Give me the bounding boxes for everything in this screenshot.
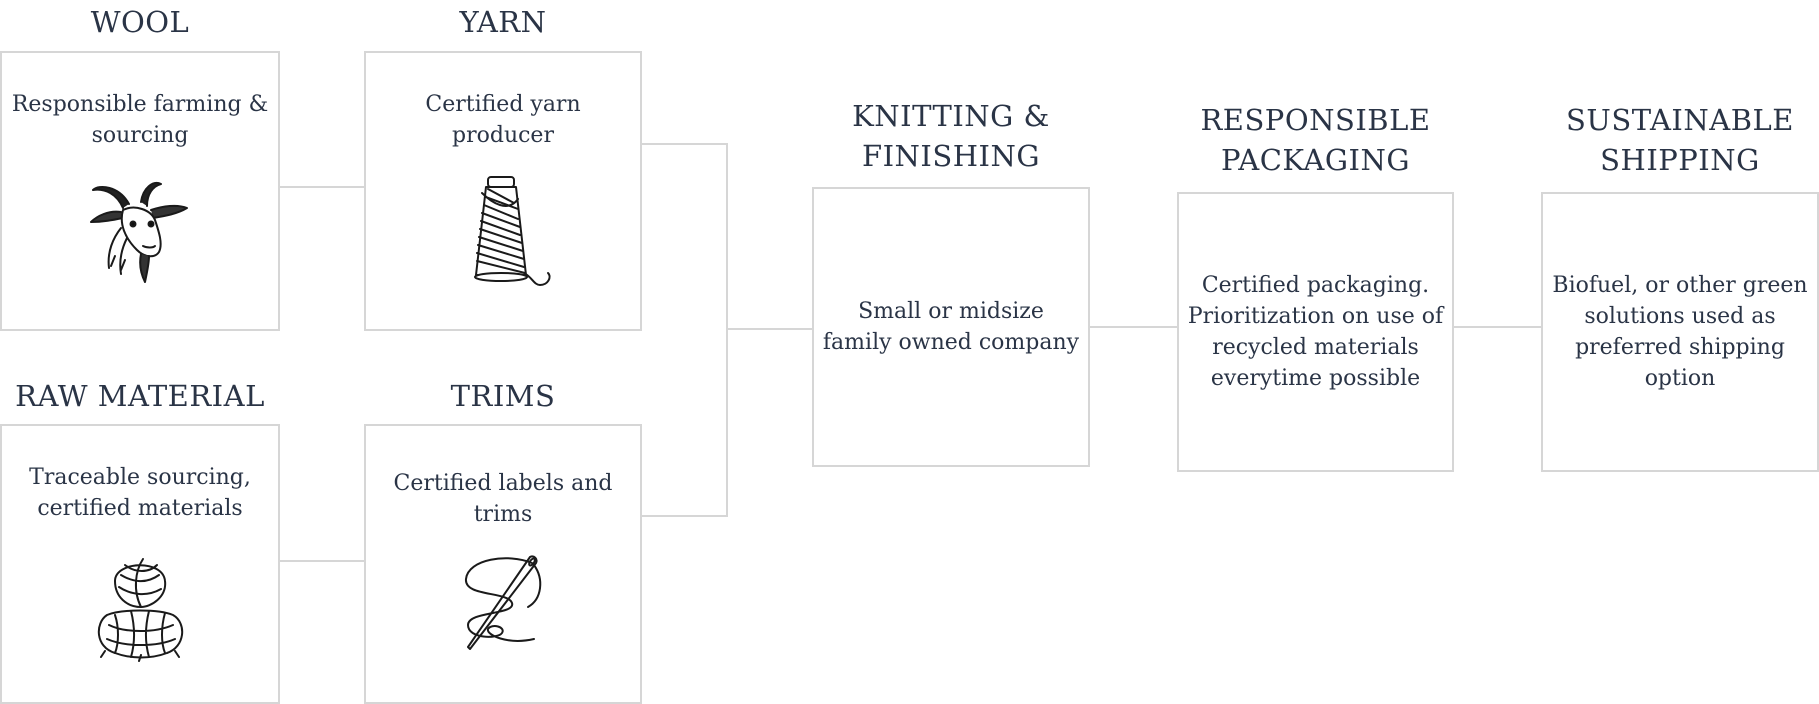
shipping-title: SUSTAINABLE SHIPPING bbox=[1541, 100, 1819, 180]
yarn-card: Certified yarn producer bbox=[364, 51, 642, 331]
yarn-description: Certified yarn producer bbox=[425, 92, 581, 148]
connector-yarn-merge bbox=[642, 143, 728, 517]
wool-title: WOOL bbox=[90, 5, 190, 39]
wool-skein-icon bbox=[97, 558, 183, 662]
yarn-title: YARN bbox=[459, 5, 547, 39]
trims-title: TRIMS bbox=[450, 379, 556, 413]
packaging-title-line2: PACKAGING bbox=[1220, 143, 1411, 177]
shipping-title-line2: SHIPPING bbox=[1600, 143, 1760, 177]
shipping-description: Biofuel, or other green solutions used a… bbox=[1552, 273, 1808, 391]
packaging-card: Certified packaging. Prioritization on u… bbox=[1177, 192, 1454, 472]
knitting-title: KNITTING & FINISHING bbox=[812, 96, 1090, 176]
yarn-cone-icon bbox=[474, 176, 551, 286]
goat-icon bbox=[90, 182, 188, 283]
trims-card: Certified labels and trims bbox=[364, 424, 642, 704]
shipping-card: Biofuel, or other green solutions used a… bbox=[1541, 192, 1819, 472]
packaging-title-line1: RESPONSIBLE bbox=[1200, 103, 1431, 137]
wool-card: Responsible farming & sourcing bbox=[0, 51, 280, 331]
needle-thread-icon bbox=[464, 555, 542, 650]
packaging-title: RESPONSIBLE PACKAGING bbox=[1177, 100, 1454, 180]
trims-description: Certified labels and trims bbox=[393, 471, 613, 527]
shipping-title-line1: SUSTAINABLE bbox=[1566, 103, 1794, 137]
wool-description: Responsible farming & sourcing bbox=[11, 92, 269, 148]
raw-material-title: RAW MATERIAL bbox=[15, 379, 265, 413]
raw-material-card: Traceable sourcing, certified materials bbox=[0, 424, 280, 704]
knitting-card: Small or midsize family owned company bbox=[812, 187, 1090, 467]
knitting-title-line1: KNITTING & bbox=[852, 99, 1050, 133]
packaging-description: Certified packaging. Prioritization on u… bbox=[1187, 273, 1444, 391]
knitting-description: Small or midsize family owned company bbox=[822, 299, 1080, 355]
knitting-title-line2: FINISHING bbox=[861, 139, 1041, 173]
raw-material-description: Traceable sourcing, certified materials bbox=[29, 465, 251, 521]
